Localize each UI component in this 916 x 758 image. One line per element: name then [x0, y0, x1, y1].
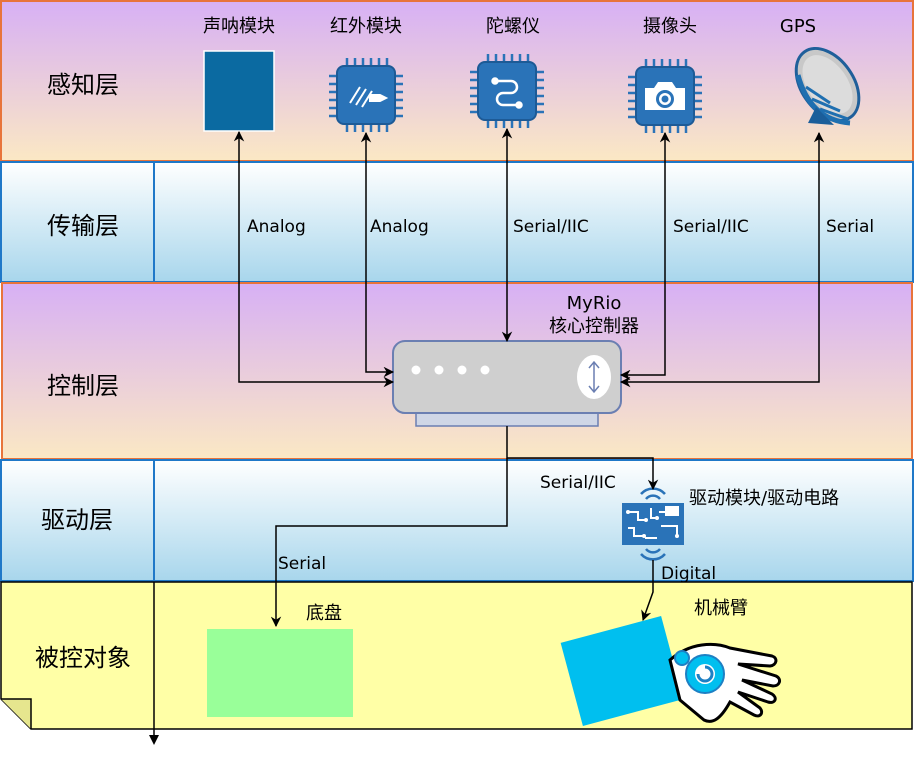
- link-controller-chassis: [270, 458, 508, 628]
- link-driver-arm: [641, 560, 654, 621]
- layer-driver: 驱动层: [0, 459, 914, 582]
- layer-title-driver: 驱动层: [41, 506, 113, 534]
- infrared-chip-icon: [329, 58, 403, 132]
- link-gps: [619, 131, 825, 388]
- link-label-sonar: Analog: [247, 217, 306, 237]
- layer-sensing: 感知层: [0, 0, 914, 162]
- bottom-divider-arrow: [149, 735, 159, 745]
- controller-label-line1: MyRio: [567, 293, 622, 314]
- link-controller-driver: [506, 426, 659, 491]
- driver-label: 驱动模块/驱动电路: [689, 488, 839, 509]
- satellite-dish-icon: [794, 47, 861, 126]
- sensor-label-sonar: 声呐模块: [203, 16, 275, 37]
- sensor-label-infrared: 红外模块: [330, 16, 402, 37]
- link-label-infrared: Analog: [370, 217, 429, 237]
- link-label-gps: Serial: [826, 217, 874, 237]
- layer-title-control: 控制层: [47, 372, 119, 400]
- sensor-label-camera: 摄像头: [643, 16, 697, 37]
- link-infrared: [360, 131, 395, 378]
- chassis-label: 底盘: [306, 603, 342, 624]
- arm-block: [560, 616, 684, 726]
- layer-title-sensing: 感知层: [47, 71, 119, 99]
- sonar-square-icon: [203, 50, 275, 132]
- controller-label-line2: 核心控制器: [549, 316, 639, 337]
- chassis-block: [207, 629, 353, 717]
- robot-glove-icon: [668, 642, 782, 723]
- gyro-chip-icon: [470, 54, 544, 128]
- link-label-driver-out: Digital: [661, 564, 716, 584]
- sensor-label-gyro: 陀螺仪: [486, 16, 540, 37]
- link-label-driver-in: Serial/IIC: [540, 473, 616, 493]
- link-label-gyro: Serial/IIC: [513, 217, 589, 237]
- link-label-chassis: Serial: [278, 554, 326, 574]
- link-label-camera: Serial/IIC: [673, 217, 749, 237]
- layer-transport: 传输层: [0, 161, 914, 283]
- arm-label: 机械臂: [694, 598, 748, 619]
- camera-chip-icon: [628, 59, 702, 133]
- sensor-label-gps: GPS: [780, 16, 816, 37]
- router-device-icon: [392, 340, 622, 427]
- layer-title-transport: 传输层: [47, 212, 119, 240]
- layer-title-controlled: 被控对象: [35, 644, 131, 672]
- link-sonar: [233, 130, 395, 388]
- layer-controlled-objects: 被控对象: [0, 581, 913, 730]
